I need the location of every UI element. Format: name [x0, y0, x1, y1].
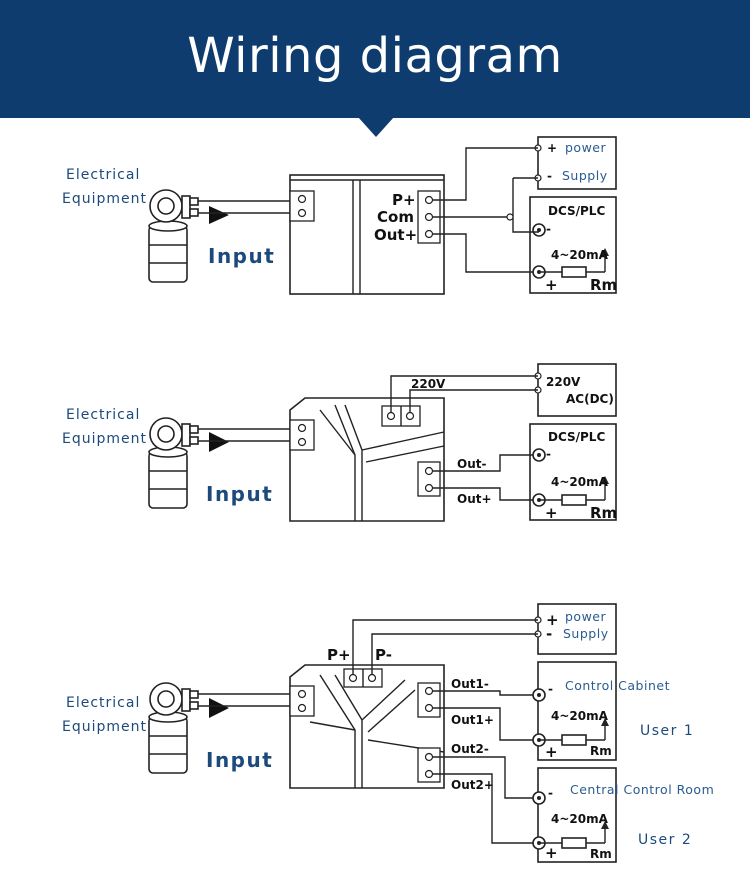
power-label-3: power — [565, 609, 606, 624]
central-control-room-box — [532, 767, 617, 863]
dcs-plc-label: DCS/PLC — [548, 204, 605, 218]
header-notch — [358, 117, 394, 137]
header-banner — [0, 0, 750, 118]
user-2-label: User 2 — [638, 832, 692, 848]
signal-arrow — [209, 206, 229, 224]
terminal-p-plus: P+ — [392, 191, 416, 209]
ac-dc-label: AC(DC) — [566, 392, 614, 406]
transmitter-module-2 — [289, 397, 445, 522]
power-supply-box — [537, 136, 617, 190]
equipment-label-line2: Equipment — [62, 191, 147, 207]
diagram-1: Electrical Equipment Input — [62, 136, 617, 295]
rm-label-3: Rm — [590, 744, 612, 758]
user-1-label: User 1 — [640, 723, 694, 739]
power-supply-box-3 — [537, 603, 617, 655]
room-minus-sign: - — [548, 786, 553, 800]
dcs-plus-sign-2: + — [545, 504, 558, 522]
power-label: power — [565, 140, 606, 155]
current-label-3: 4~20mA — [551, 709, 609, 723]
rm-label: Rm — [590, 276, 617, 294]
supply-label: Supply — [562, 168, 608, 183]
dcs-minus-sign: - — [546, 222, 551, 236]
dcs-plus-sign: + — [545, 276, 558, 294]
terminal-out-minus: Out- — [457, 457, 486, 471]
supply-220v-label: 220V — [546, 375, 581, 389]
input-label: Input — [208, 244, 275, 268]
central-control-room-label: Central Control Room — [570, 782, 714, 797]
control-cabinet-box — [532, 661, 617, 761]
diagram-3: Electrical Equipment Input — [62, 603, 714, 863]
terminal-out-plus-2: Out+ — [457, 492, 492, 506]
power-plus-sign: + — [547, 141, 557, 155]
terminal-out2-minus: Out2- — [451, 742, 489, 756]
equipment-label-line1: Electrical — [66, 167, 140, 183]
power-plus-sign-3: + — [546, 611, 559, 629]
supply-label-3: Supply — [563, 626, 609, 641]
current-label-4: 4~20mA — [551, 812, 609, 826]
sensor-icon — [148, 417, 199, 509]
cabinet-plus-sign: + — [545, 743, 558, 761]
sensor-icon — [148, 682, 199, 774]
equipment-label-line1-2: Electrical — [66, 407, 140, 423]
diagram-2: Electrical Equipment Input — [62, 363, 617, 522]
input-label-2: Input — [206, 482, 273, 506]
rm-label-2: Rm — [590, 504, 617, 522]
equipment-label-line2-2: Equipment — [62, 431, 147, 447]
signal-arrow — [209, 698, 229, 718]
terminal-220v: 220V — [411, 377, 446, 391]
dcs-plc-box — [529, 196, 617, 294]
ac-dc-supply-box — [537, 363, 617, 417]
dcs-plc-label-2: DCS/PLC — [548, 430, 605, 444]
input-label-3: Input — [206, 748, 273, 772]
rm-label-4: Rm — [590, 847, 612, 861]
room-plus-sign: + — [545, 844, 558, 862]
page-title: Wiring diagram — [187, 28, 563, 84]
current-label: 4~20mA — [551, 248, 609, 262]
cabinet-minus-sign: - — [548, 682, 553, 696]
terminal-out1-minus: Out1- — [451, 677, 489, 691]
terminal-out2-plus: Out2+ — [451, 778, 494, 792]
control-cabinet-label: Control Cabinet — [565, 678, 670, 693]
equipment-label-line1-3: Electrical — [66, 695, 140, 711]
terminal-p-minus: P- — [375, 646, 392, 664]
signal-arrow — [209, 432, 229, 452]
terminal-com: Com — [377, 208, 414, 226]
dcs-minus-sign-2: - — [546, 447, 551, 461]
transmitter-module-3 — [289, 664, 445, 789]
terminal-out-plus: Out+ — [374, 226, 417, 244]
terminal-out1-plus: Out1+ — [451, 713, 494, 727]
power-minus-sign: - — [547, 169, 552, 183]
dcs-plc-box-2 — [529, 423, 617, 521]
transmitter-module — [289, 174, 445, 295]
terminal-p-plus-3: P+ — [327, 646, 351, 664]
sensor-icon — [148, 189, 199, 283]
current-label-2: 4~20mA — [551, 475, 609, 489]
power-minus-sign-3: - — [546, 625, 552, 643]
equipment-label-line2-3: Equipment — [62, 719, 147, 735]
